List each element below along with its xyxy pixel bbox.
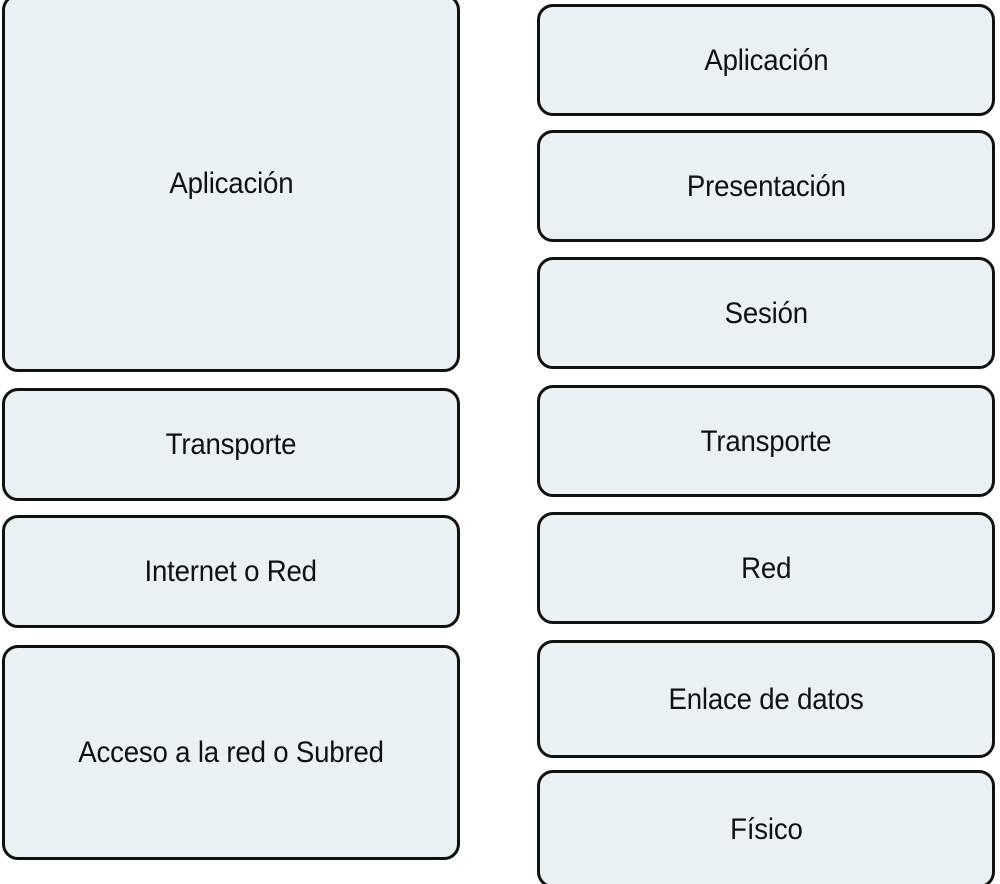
right-layer-box-3: Sesión bbox=[537, 257, 995, 369]
left-layer-label-3: Internet o Red bbox=[144, 555, 318, 588]
left-layer-box-4: Acceso a la red o Subred bbox=[2, 645, 460, 860]
left-layer-label-4: Acceso a la red o Subred bbox=[78, 736, 384, 769]
right-layer-label-6: Enlace de datos bbox=[668, 682, 864, 716]
right-layer-label-2: Presentación bbox=[686, 169, 846, 203]
right-layer-box-1: Aplicación bbox=[537, 4, 995, 116]
right-layer-box-4: Transporte bbox=[537, 385, 995, 497]
right-layer-label-1: Aplicación bbox=[704, 43, 828, 77]
right-layer-label-5: Red bbox=[740, 551, 792, 585]
right-layer-box-7: Físico bbox=[537, 770, 995, 884]
right-layer-label-4: Transporte bbox=[700, 424, 832, 458]
right-layer-label-3: Sesión bbox=[724, 296, 808, 330]
left-layer-box-3: Internet o Red bbox=[2, 515, 460, 628]
right-layer-box-2: Presentación bbox=[537, 130, 995, 242]
right-layer-box-6: Enlace de datos bbox=[537, 640, 995, 758]
left-layer-box-2: Transporte bbox=[2, 388, 460, 501]
right-layer-box-5: Red bbox=[537, 512, 995, 624]
left-layer-label-1: Aplicación bbox=[169, 166, 293, 200]
left-layer-label-2: Transporte bbox=[165, 428, 297, 461]
left-layer-box-1: Aplicación bbox=[2, 0, 460, 372]
right-layer-label-7: Físico bbox=[729, 812, 803, 846]
